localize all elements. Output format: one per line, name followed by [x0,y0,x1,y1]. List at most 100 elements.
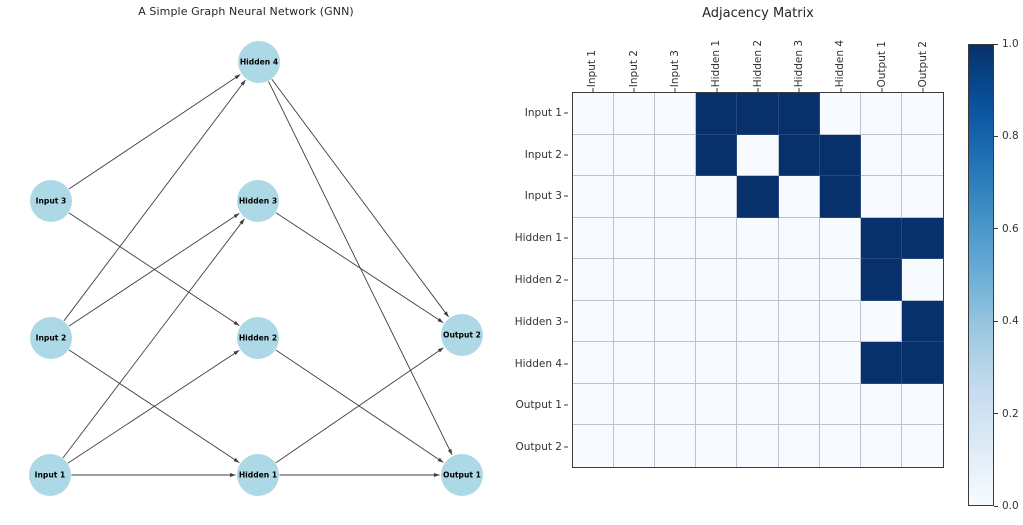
node-label: Hidden 2 [239,334,277,343]
matrix-cell [819,383,861,426]
matrix-row-label-text: Input 3 [524,190,562,203]
matrix-cell [778,217,820,260]
matrix-column-label-text: Input 3 [669,49,682,87]
matrix-column-tick [592,88,594,92]
graph-node-hidden-1[interactable]: Hidden 1 [237,454,279,496]
graph-node-hidden-4[interactable]: Hidden 4 [238,41,280,83]
matrix-cell [901,134,943,177]
matrix-column-label-text: Hidden 1 [710,39,723,87]
node-circle[interactable] [238,41,280,83]
node-circle[interactable] [29,454,71,496]
graph-edge [62,218,245,459]
colorbar-tick: 0.2 [994,408,1019,420]
matrix-cell [778,176,820,218]
matrix-cell [778,93,820,135]
graph-node-output-2[interactable]: Output 2 [441,314,483,356]
matrix-cell [696,383,738,426]
matrix-cell [655,176,697,218]
matrix-column-tick [716,88,718,92]
matrix-cell [778,134,820,177]
matrix-cell [696,134,738,177]
matrix-cell [778,259,820,301]
matrix-cell [737,134,779,177]
matrix-row-label: Hidden 3 [450,301,568,343]
graph-node-hidden-3[interactable]: Hidden 3 [237,180,279,222]
node-label: Input 1 [35,471,66,480]
matrix-column-label-text: Input 1 [586,49,599,87]
matrix-column-tick [840,88,842,92]
matrix-column-label-text: Hidden 3 [793,39,806,87]
edge-layer [62,74,453,477]
matrix-column-tick [922,88,924,92]
matrix-row-tick [564,404,568,406]
colorbar-tick-mark [994,228,998,230]
node-circle[interactable] [237,454,279,496]
matrix-cell [573,300,615,343]
matrix-cell [614,176,656,218]
matrix-column-tick [881,88,883,92]
matrix-cell [737,425,779,467]
graph-title: A Simple Graph Neural Network (GNN) [138,5,354,18]
matrix-cell [655,217,697,260]
matrix-cell [860,259,902,301]
colorbar-tick: 0.4 [994,315,1019,327]
matrix-cell [737,259,779,301]
node-circle[interactable] [237,180,279,222]
matrix-cell [901,342,943,384]
matrix-cell [901,176,943,218]
matrix-row-tick [564,363,568,365]
matrix-column-label-text: Output 1 [875,40,888,88]
matrix-cell [737,93,779,135]
colorbar-tick-text: 1.0 [1002,38,1019,50]
matrix-column-label: Hidden 1 [696,0,737,92]
matrix-cell [573,259,615,301]
node-circle[interactable] [441,454,483,496]
graph-edge [68,213,240,327]
node-circle[interactable] [30,317,72,359]
graph-node-input-3[interactable]: Input 3 [30,180,72,222]
matrix-cell [573,383,615,426]
colorbar-tick-mark [994,43,998,45]
matrix-cell [860,342,902,384]
graph-node-hidden-2[interactable]: Hidden 2 [237,317,279,359]
node-label: Input 3 [36,197,67,206]
node-circle[interactable] [237,317,279,359]
node-layer: Input 1 Input 2 Input 3 Hidden 1 Hidden 2 Hid… [29,41,483,496]
node-circle[interactable] [441,314,483,356]
matrix-cell [573,93,615,135]
matrix-column-label: Output 1 [861,0,902,92]
graph-edge [68,212,240,326]
graph-edge [271,78,449,318]
colorbar-tick-mark [994,413,998,415]
colorbar-gradient [968,44,994,506]
gnn-graph-svg: Input 1 Input 2 Input 3 Hidden 1 Hidden 2 Hid… [29,41,483,496]
matrix-cell [696,342,738,384]
graph-edge [275,212,444,324]
matrix-column-label: Output 2 [903,0,944,92]
matrix-cell [737,217,779,260]
graph-edge [67,350,240,464]
matrix-row-label: Output 2 [450,426,568,468]
graph-node-input-2[interactable]: Input 2 [30,317,72,359]
node-circle[interactable] [30,180,72,222]
colorbar-tick: 0.0 [994,500,1019,512]
matrix-cell [778,300,820,343]
matrix-row-tick [564,112,568,114]
matrix-cell [901,383,943,426]
graph-node-output-1[interactable]: Output 1 [441,454,483,496]
matrix-cell [819,342,861,384]
matrix-cell [573,134,615,177]
matrix-row-label-text: Output 2 [515,441,563,454]
matrix-cell [614,342,656,384]
graph-node-input-1[interactable]: Input 1 [29,454,71,496]
colorbar-tick-text: 0.6 [1002,222,1019,235]
colorbar-tick-text: 0.0 [1002,500,1019,512]
matrix-cell [737,176,779,218]
matrix-cell [614,93,656,135]
matrix-cell [860,383,902,426]
matrix-cell [819,93,861,135]
matrix-cell [655,300,697,343]
node-label: Hidden 4 [240,58,278,67]
